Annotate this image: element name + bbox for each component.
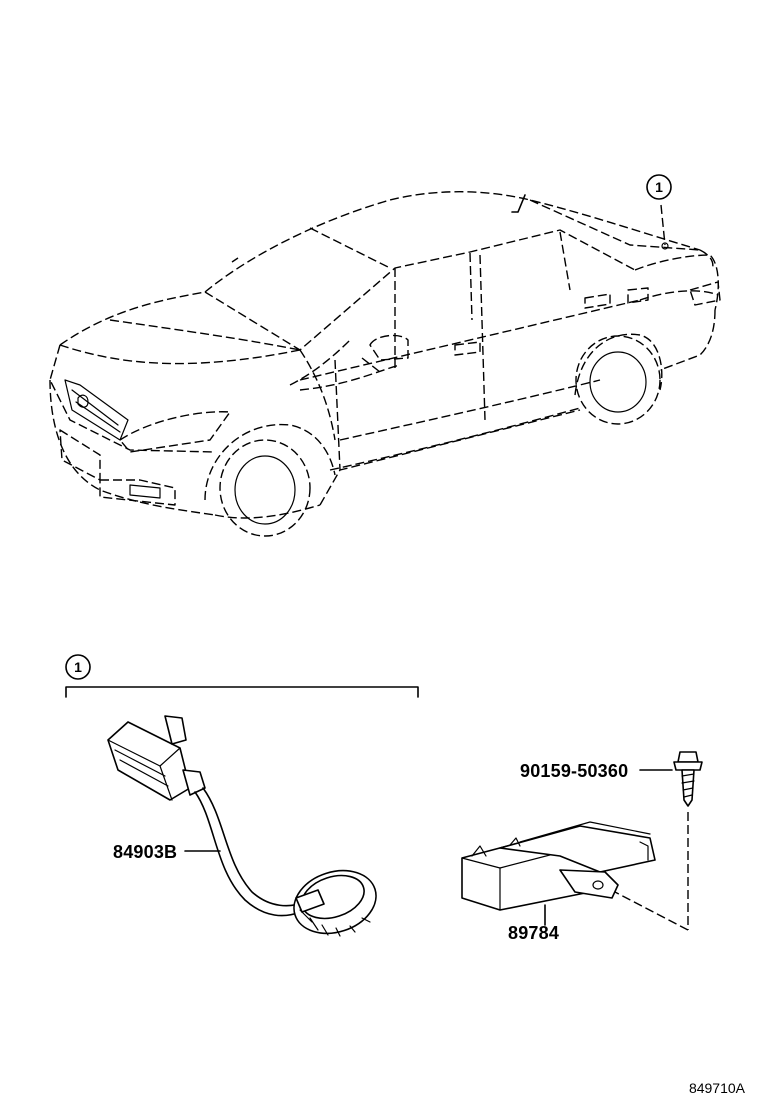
module-part: 89784 <box>461 821 656 943</box>
part-number-bolt: 90159-50360 <box>520 761 628 781</box>
callout-leader-line <box>660 204 666 246</box>
detail-bracket: 1 <box>65 654 419 698</box>
part-number-harness: 84903B <box>113 842 177 862</box>
callout-number-car: 1 <box>655 179 663 195</box>
car-illustration: 1 <box>49 174 721 537</box>
illustration-code: 849710A <box>689 1080 746 1096</box>
callout-number-detail: 1 <box>74 659 82 675</box>
callout-circle-detail <box>65 654 91 680</box>
bolt-part: 90159-50360 <box>520 751 703 931</box>
callout-circle-car <box>646 174 672 200</box>
antenna-harness-part: 84903B <box>107 715 377 937</box>
part-number-module: 89784 <box>508 923 559 943</box>
